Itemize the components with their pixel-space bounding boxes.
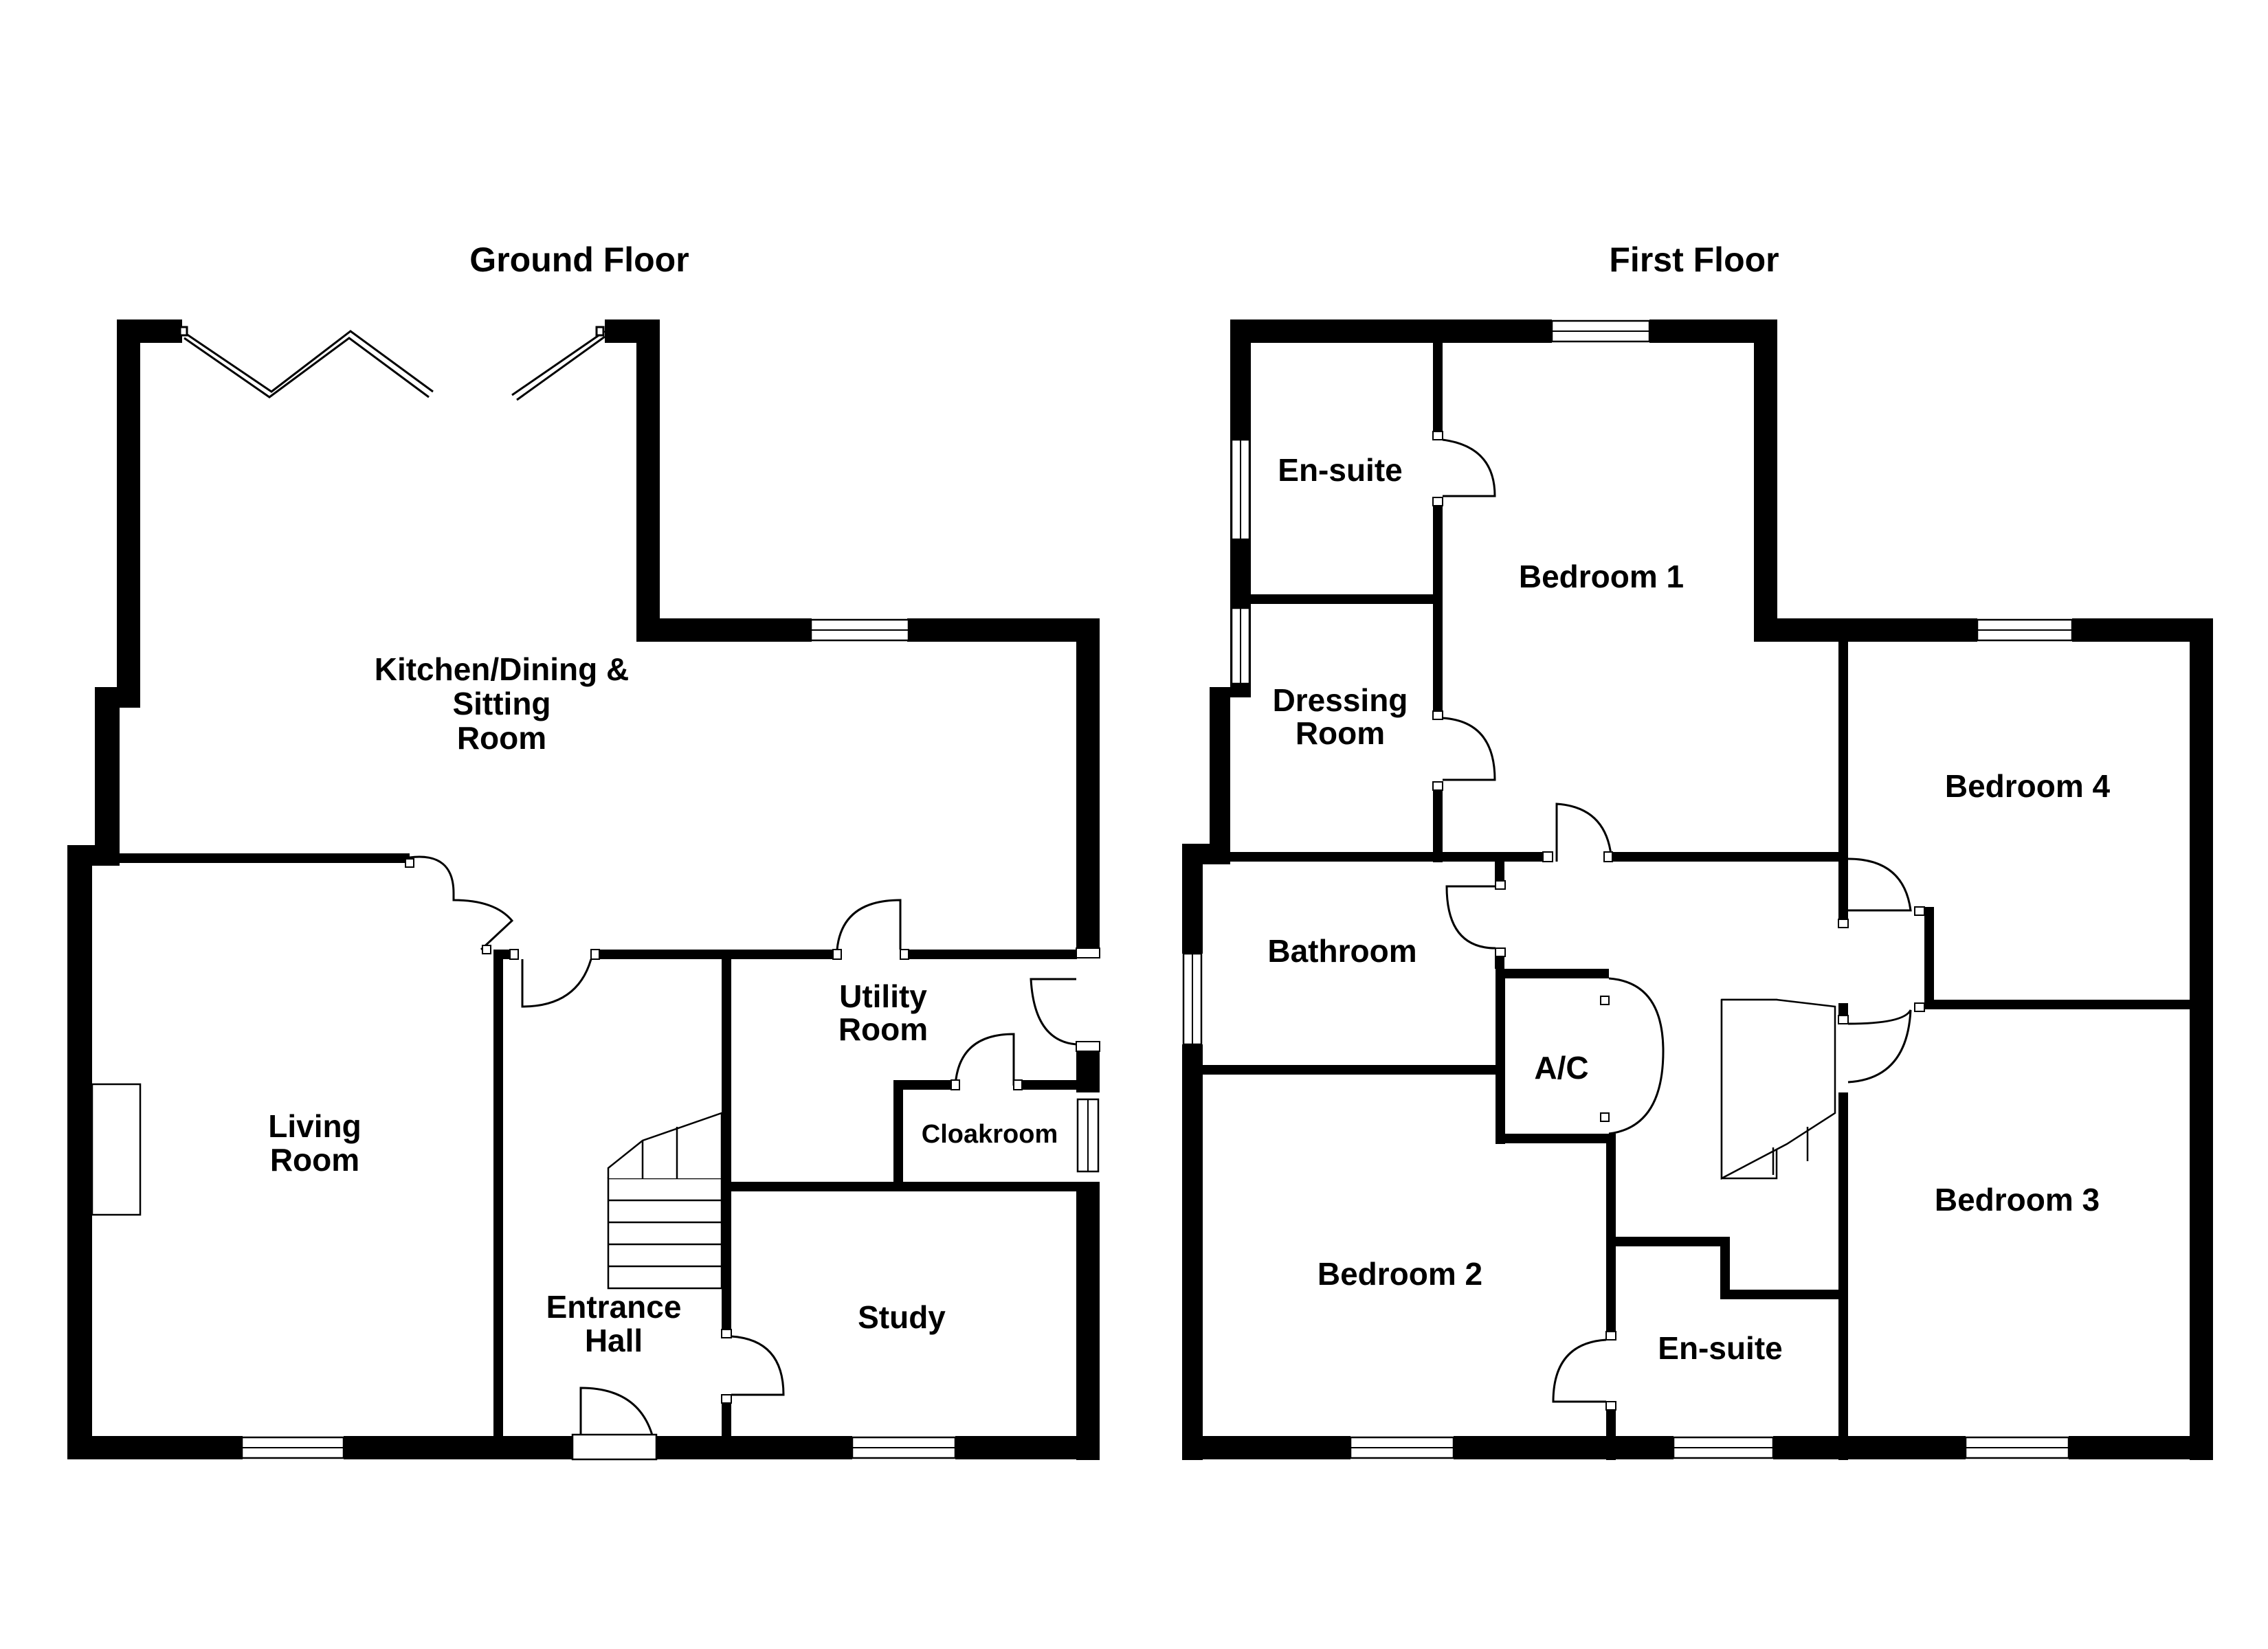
ground-floor-walls [67, 319, 1100, 1460]
living-room-label-line2: Room [270, 1142, 359, 1178]
ground-floor-windows [241, 618, 1100, 1459]
first-floor-walls [1182, 319, 2213, 1460]
cloakroom-label: Cloakroom [922, 1120, 1058, 1149]
dressing-room-label-line1: Dressing [1273, 682, 1408, 718]
kitchen-label-line3: Room [457, 720, 546, 756]
bedroom-1-label: Bedroom 1 [1519, 559, 1684, 594]
ac-cupboard-label: A/C [1534, 1050, 1588, 1086]
dressing-room-label-line2: Room [1296, 715, 1385, 751]
ground-floor-title: Ground Floor [469, 240, 689, 279]
entrance-hall-label-line1: Entrance [546, 1289, 682, 1325]
bedroom-4-label: Bedroom 4 [1945, 768, 2111, 804]
first-floor-doors [1432, 431, 1925, 1411]
study-label: Study [858, 1299, 946, 1335]
ground-floor-doors [405, 855, 1100, 1461]
ensuite-bottom-label: En-suite [1658, 1330, 1782, 1366]
bedroom-3-label: Bedroom 3 [1935, 1182, 2100, 1218]
ground-floor-staircase [607, 1112, 723, 1290]
living-room-label-line1: Living [268, 1108, 361, 1144]
kitchen-label-line2: Sitting [452, 686, 551, 721]
first-floor-staircase [1720, 998, 1836, 1180]
ground-floor-plan: Ground Floor Kitchen/Dining & Sitting Ro… [67, 240, 1100, 1461]
ensuite-top-label: En-suite [1278, 452, 1402, 488]
utility-room-label-line2: Room [838, 1011, 928, 1047]
utility-room-label-line1: Utility [839, 978, 927, 1014]
fireplace [91, 1083, 142, 1216]
bedroom-2-label: Bedroom 2 [1318, 1256, 1482, 1292]
kitchen-label-line1: Kitchen/Dining & [375, 651, 630, 687]
bathroom-label: Bathroom [1267, 933, 1416, 969]
first-floor-title: First Floor [1609, 240, 1779, 279]
first-floor-windows [1182, 319, 2074, 1459]
first-floor-plan: First Floor En-suite Dressing Room Bedro… [1182, 240, 2213, 1460]
bifold-doors [179, 326, 605, 401]
entrance-hall-label-line2: Hall [585, 1323, 643, 1358]
